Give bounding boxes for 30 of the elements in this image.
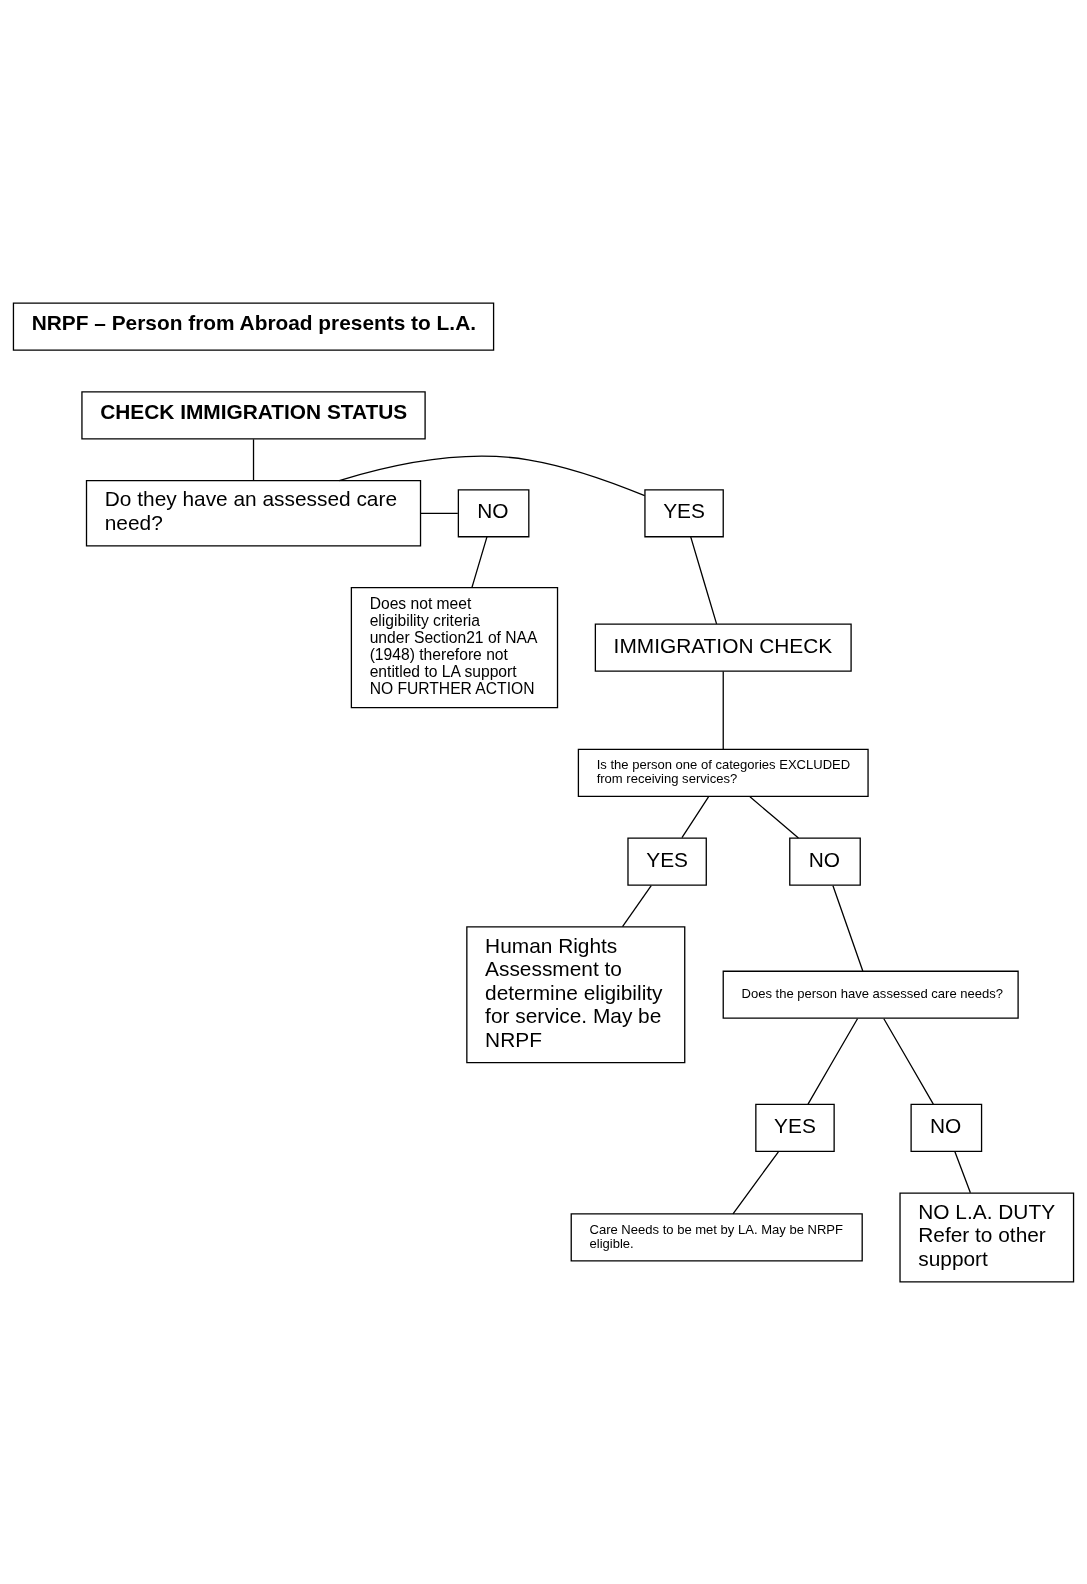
connector (722, 670, 724, 750)
node-box: NO (457, 488, 530, 537)
connector (420, 512, 459, 514)
connector (252, 438, 255, 481)
connector (883, 1017, 934, 1105)
connector (471, 535, 488, 588)
node-box: YES (755, 1103, 835, 1152)
node-box: IMMIGRATION CHECK (594, 623, 852, 672)
node-box: Human Rights Assessment to determine eligibility for service. May be NRPF (466, 925, 686, 1063)
connector (690, 535, 718, 625)
node-box: NRPF – Person from Abroad presents to L.A. (12, 302, 495, 351)
node-box: NO L.A. DUTY Refer to other support (899, 1191, 1075, 1282)
node-box: CHECK IMMIGRATION STATUS (81, 390, 426, 440)
node-box: YES (644, 488, 724, 537)
node-box: Do they have an assessed care need? (85, 479, 422, 547)
node-box: NO (910, 1103, 983, 1152)
node-box: Does the person have assessed care needs? (722, 970, 1019, 1019)
connector (832, 884, 864, 972)
connector (338, 455, 646, 496)
connector (621, 884, 652, 927)
node-box: Is the person one of categories EXCLUDED from receiving services? (577, 748, 869, 797)
connector (749, 795, 800, 839)
connector (807, 1017, 859, 1105)
node-box: NO (789, 837, 861, 886)
node-box: YES (627, 837, 707, 886)
node-box: Does not meet eligibility criteria under Section21 of NAA (1948) therefore not entitled to LA support NO FURTHER ACTION (350, 586, 559, 708)
connector (681, 795, 710, 838)
node-box: Care Needs to be met by LA. May be NRPF eligible. (570, 1212, 863, 1262)
connector (954, 1150, 972, 1193)
connector (732, 1150, 780, 1214)
